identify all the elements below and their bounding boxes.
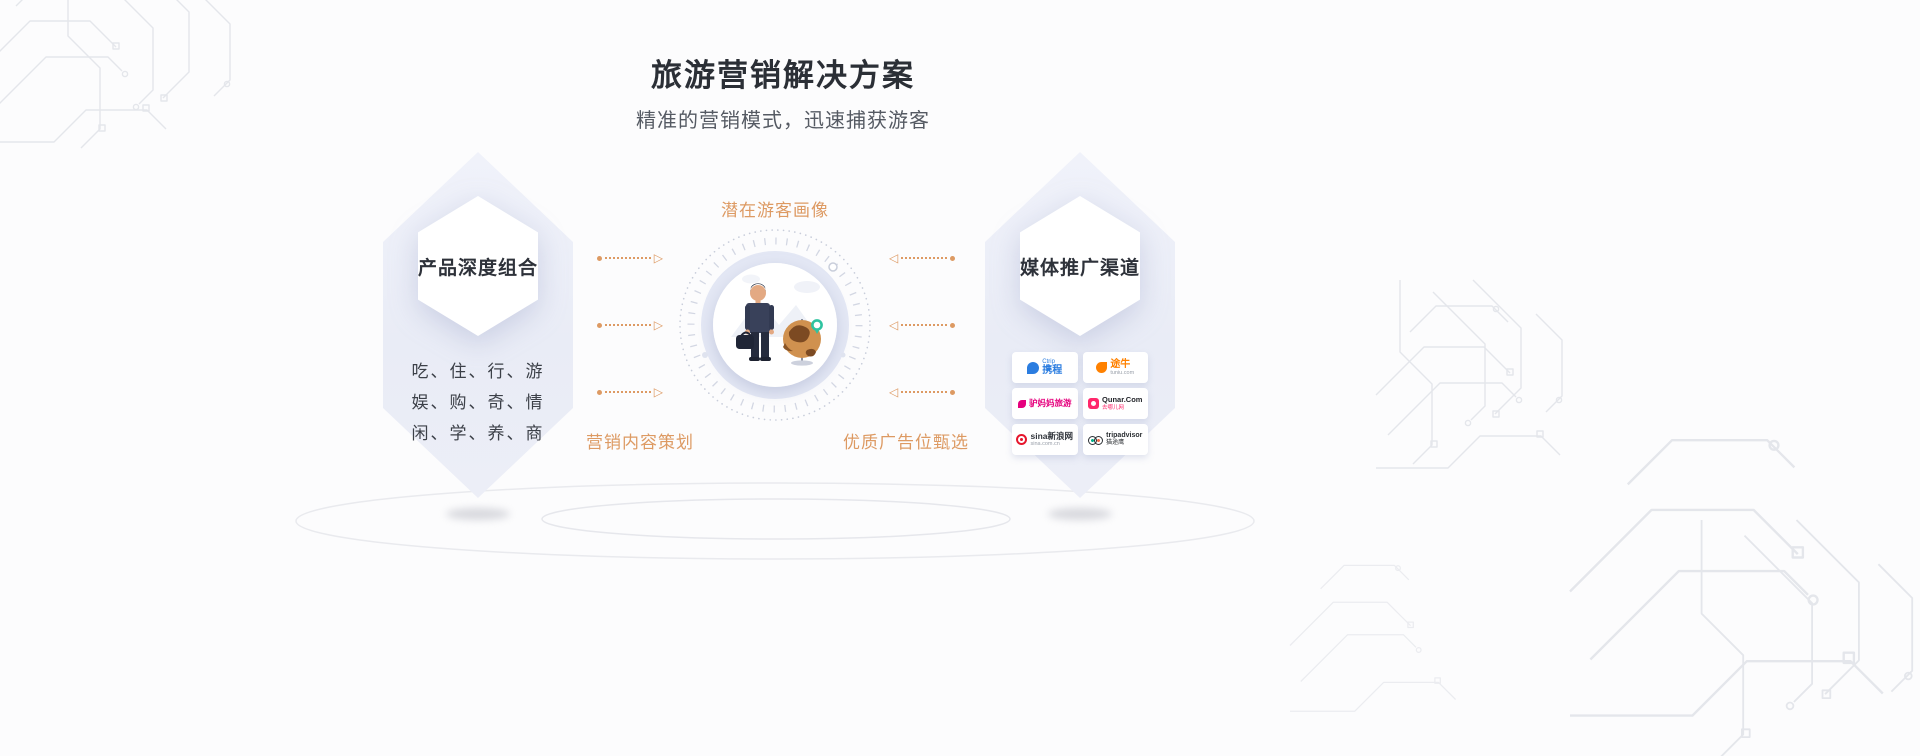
logo-tripadvisor: tripadvisor 猫途鹰 xyxy=(1082,424,1148,455)
logo-subtext: Ctrip xyxy=(1042,358,1055,365)
logo-subtext: 去哪儿网 xyxy=(1102,404,1125,411)
outer-dotted-ring xyxy=(679,229,871,421)
arrow-line xyxy=(901,391,947,393)
list-item: 闲、学、养、商 xyxy=(411,424,545,443)
ring-accent-dot xyxy=(828,262,838,272)
arrow-left-icon: ◁ xyxy=(889,251,899,265)
hexagon-title-badge: 媒体推广渠道 xyxy=(1020,196,1140,336)
right-card-title: 媒体推广渠道 xyxy=(1020,257,1141,279)
ring-accent-dot xyxy=(702,352,708,358)
lvmama-logo-icon xyxy=(1017,399,1026,408)
ring-accent-dot xyxy=(840,352,846,358)
list-item: 娱、购、奇、情 xyxy=(411,393,545,412)
tick-ring xyxy=(687,237,863,413)
circuit-pattern-right-middle xyxy=(1375,279,1563,469)
sina-logo-icon xyxy=(1016,434,1028,445)
logo-lvmama: 驴妈妈旅游 xyxy=(1012,388,1078,419)
arrow-right-icon: ▷ xyxy=(653,385,663,399)
logo-text: tripadvisor xyxy=(1106,432,1143,440)
logo-tuniu: 途牛 tuniu.com xyxy=(1082,352,1148,383)
right-hexagon-shadow xyxy=(1048,508,1112,520)
arrow-line xyxy=(605,257,651,259)
label-content-planning: 营销内容策划 xyxy=(586,433,694,452)
logo-qunar: Qunar.Com 去哪儿网 xyxy=(1082,388,1148,419)
logo-text: 驴妈妈旅游 xyxy=(1028,397,1072,408)
left-hexagon-shadow xyxy=(446,508,510,520)
traveler-illustration xyxy=(731,274,823,366)
media-channels-card: 媒体推广渠道 携程 Ctrip 途牛 tuniu.com xyxy=(985,152,1175,498)
arrow-dot xyxy=(950,322,955,328)
arrow-line xyxy=(605,391,651,393)
arrow-dot xyxy=(950,255,955,261)
circuit-pattern-top-left xyxy=(0,0,231,149)
arrow-dot xyxy=(597,389,602,395)
media-logo-grid: 携程 Ctrip 途牛 tuniu.com 驴妈妈旅游 xyxy=(1012,352,1148,455)
logo-subtext: sina.com.cn xyxy=(1030,441,1060,448)
arrow-line xyxy=(605,324,651,326)
circuit-pattern-bottom-right xyxy=(1289,439,1914,756)
label-tourist-profile: 潜在游客画像 xyxy=(721,201,829,220)
flow-arrow-right-1: ◁ xyxy=(889,251,955,265)
globe-icon xyxy=(783,319,821,366)
flow-arrow-left-2: ▷ xyxy=(597,318,663,332)
arrow-right-icon: ▷ xyxy=(653,251,663,265)
logo-text: sina新浪网 xyxy=(1030,430,1073,441)
logo-text: 携程 xyxy=(1042,365,1063,377)
arrow-line xyxy=(901,324,947,326)
lavender-ring xyxy=(701,251,849,399)
arrow-left-icon: ◁ xyxy=(889,385,899,399)
logo-text: 途牛 xyxy=(1110,358,1131,370)
hexagon-title-badge: 产品深度组合 xyxy=(418,196,538,336)
product-combination-card: 产品深度组合 吃、住、行、游 娱、购、奇、情 闲、学、养、商 xyxy=(383,152,573,498)
left-card-title: 产品深度组合 xyxy=(418,257,539,279)
label-ad-selection: 优质广告位甄选 xyxy=(843,433,969,452)
flow-arrow-left-1: ▷ xyxy=(597,251,663,265)
page-subtitle: 精准的营销模式，迅速捕获游客 xyxy=(636,110,930,132)
flow-arrow-right-3: ◁ xyxy=(889,385,955,399)
list-item: 吃、住、行、游 xyxy=(411,362,545,381)
flow-arrow-right-2: ◁ xyxy=(889,318,955,332)
traveler-person xyxy=(736,283,774,361)
qunar-logo-icon xyxy=(1088,398,1100,409)
logo-subtext: tuniu.com xyxy=(1110,370,1135,377)
flow-arrow-left-3: ▷ xyxy=(597,385,663,399)
logo-sina: sina新浪网 sina.com.cn xyxy=(1012,424,1078,455)
logo-text: Qunar.Com xyxy=(1102,395,1143,405)
arrow-dot xyxy=(597,255,602,261)
tuniu-logo-icon xyxy=(1096,362,1108,373)
arrow-dot xyxy=(597,322,602,328)
tripadvisor-logo-icon xyxy=(1088,435,1104,445)
arrow-line xyxy=(901,257,947,259)
arrow-left-icon: ◁ xyxy=(889,318,899,332)
arrow-dot xyxy=(950,389,955,395)
ctrip-logo-icon xyxy=(1027,361,1040,374)
logo-ctrip: 携程 Ctrip xyxy=(1012,352,1078,383)
product-category-list: 吃、住、行、游 娱、购、奇、情 闲、学、养、商 xyxy=(383,356,573,449)
logo-subtext: 猫途鹰 xyxy=(1106,440,1125,447)
location-pin-icon xyxy=(811,319,823,334)
arrow-right-icon: ▷ xyxy=(653,318,663,332)
tourist-profile-diagram xyxy=(679,229,871,421)
page-title: 旅游营销解决方案 xyxy=(651,58,915,93)
